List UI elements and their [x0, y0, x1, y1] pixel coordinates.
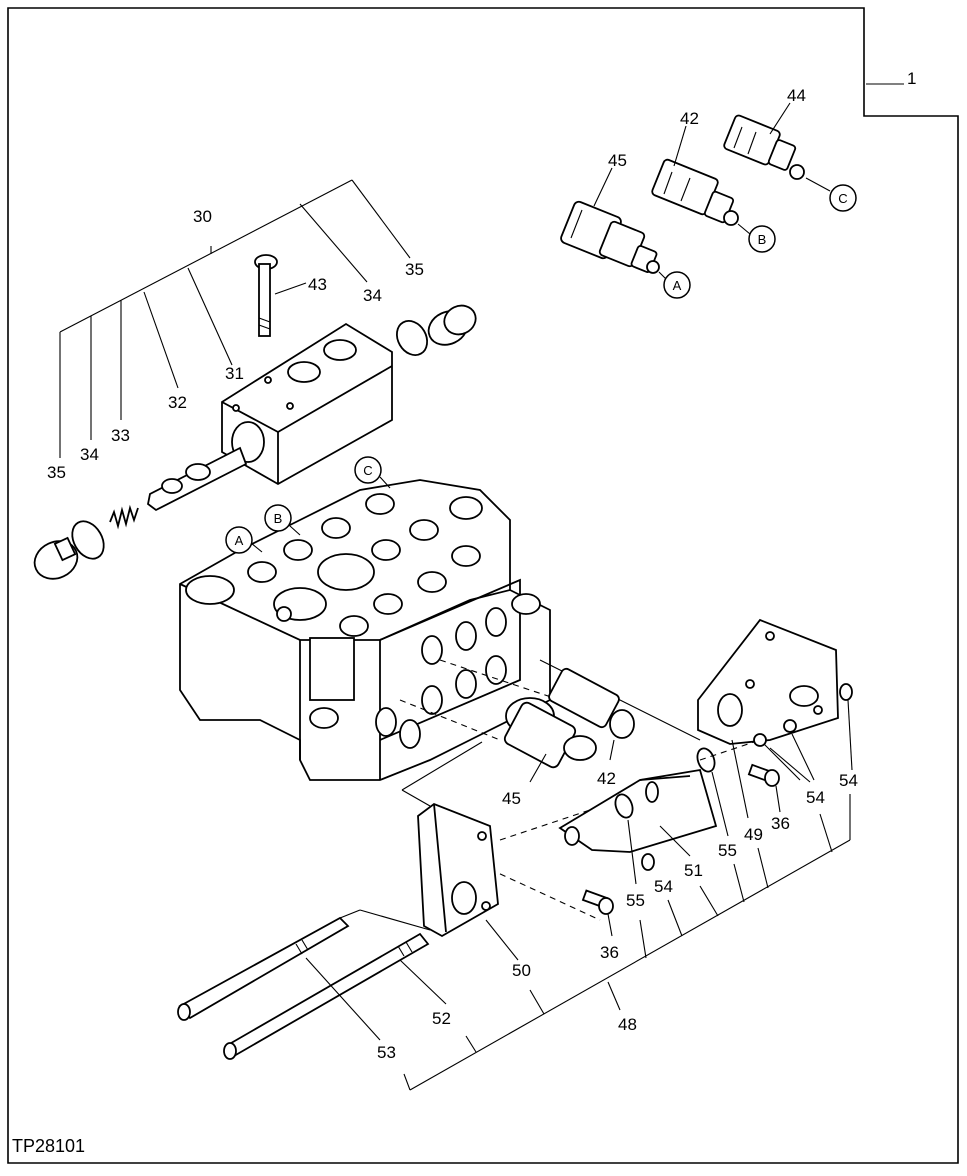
- label-45-top: 45: [608, 151, 627, 170]
- label-55-upper: 55: [718, 841, 737, 860]
- svg-text:A: A: [235, 533, 244, 548]
- leader-50: [485, 919, 519, 961]
- callout-b-body: B: [264, 504, 292, 532]
- label-35-left: 35: [47, 463, 66, 482]
- callout-a-valve: A: [663, 271, 691, 299]
- control-valve-body: [179, 479, 551, 781]
- leader-43: [274, 282, 307, 295]
- lever-52: [223, 932, 430, 1060]
- label-54-plate: 54: [806, 788, 825, 807]
- bolt-43: [254, 254, 278, 337]
- label-34-left: 34: [80, 445, 99, 464]
- svg-text:C: C: [363, 463, 372, 478]
- leader-45b: [529, 753, 547, 783]
- leader-44: [769, 102, 791, 135]
- relief-valve-45-lower: [503, 697, 597, 769]
- svg-text:C: C: [838, 191, 847, 206]
- label-36-lower: 36: [600, 943, 619, 962]
- label-30: 30: [193, 207, 212, 226]
- bolt-36-right: [747, 763, 780, 787]
- relief-valve-45: [560, 200, 660, 274]
- label-45-lower: 45: [502, 789, 521, 808]
- label-36-right: 36: [771, 814, 790, 833]
- label-32: 32: [168, 393, 187, 412]
- label-42-lower: 42: [597, 769, 616, 788]
- plug-35-right: [427, 304, 477, 346]
- label-54-far: 54: [839, 771, 858, 790]
- label-44: 44: [787, 86, 806, 105]
- leader-42a: [673, 125, 687, 167]
- label-48: 48: [618, 1015, 637, 1034]
- leader-45a: [593, 167, 613, 207]
- pin-55-upper: [696, 747, 716, 773]
- callout-tree-30: [59, 179, 411, 458]
- leader-52: [399, 959, 447, 1005]
- svg-text:A: A: [673, 278, 682, 293]
- label-52: 52: [432, 1009, 451, 1028]
- leader-53: [305, 957, 381, 1041]
- lever-bracket-50: [417, 802, 499, 938]
- figure-border: [7, 7, 959, 1164]
- label-34-right: 34: [363, 286, 382, 305]
- label-54-lower: 54: [654, 877, 673, 896]
- relief-valve-42-lower: [548, 667, 635, 739]
- svg-text:B: B: [758, 232, 767, 247]
- bolt-36-lower: [581, 889, 614, 915]
- relief-valve-42: [651, 158, 739, 226]
- label-43: 43: [308, 275, 327, 294]
- label-49: 49: [744, 825, 763, 844]
- callout-c-valve: C: [829, 184, 857, 212]
- plug-35-left: [33, 536, 79, 580]
- callout-c-body: C: [354, 456, 382, 484]
- leader-42b: [609, 739, 615, 761]
- relief-valve-44: [723, 114, 805, 180]
- lever-53: [177, 916, 350, 1021]
- bracket-plate-49: [697, 618, 839, 747]
- label-42-top: 42: [680, 109, 699, 128]
- label-53: 53: [377, 1043, 396, 1062]
- figure-id: TP28101: [12, 1136, 85, 1156]
- pin-55-lower: [614, 793, 634, 819]
- label-51: 51: [684, 861, 703, 880]
- washer-54-right: [839, 683, 853, 701]
- o-ring-34-left: [71, 520, 105, 560]
- washer-54-lower: [641, 853, 655, 871]
- svg-text:B: B: [274, 511, 283, 526]
- o-ring-34-right: [396, 320, 428, 356]
- spool-32: [147, 446, 248, 512]
- callout-b-valve: B: [748, 225, 776, 253]
- callout-tree-48: [403, 794, 851, 1091]
- label-50: 50: [512, 961, 531, 980]
- callout-a-body: A: [225, 526, 253, 554]
- label-55-lower: 55: [626, 891, 645, 910]
- label-31: 31: [225, 364, 244, 383]
- label-35-right: 35: [405, 260, 424, 279]
- label-33: 33: [111, 426, 130, 445]
- spring-33: [109, 504, 139, 530]
- label-1: 1: [907, 69, 916, 88]
- bracket-51: [558, 768, 718, 853]
